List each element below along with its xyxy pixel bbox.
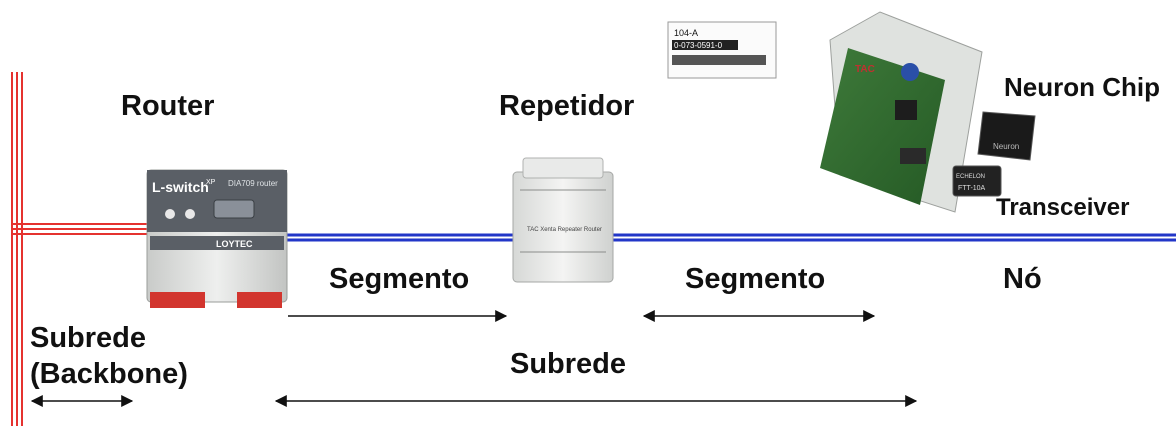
node-module: TAC	[820, 11, 983, 213]
backbone-line	[11, 72, 23, 426]
router-brand: L-switch	[152, 179, 209, 195]
node-label: Nó	[1003, 263, 1042, 295]
transceiver-label: Transceiver	[996, 194, 1130, 221]
segment-label-2: Segmento	[685, 263, 826, 295]
channel-line	[286, 233, 1176, 242]
subnet-backbone-label-line1: Subrede	[30, 322, 147, 354]
router-label: Router	[121, 90, 215, 122]
subnet-backbone-label-line2: (Backbone)	[30, 358, 188, 390]
svg-text:0-073-0591-0: 0-073-0591-0	[674, 41, 723, 50]
svg-text:FTT-10A: FTT-10A	[958, 185, 986, 192]
svg-text:XP: XP	[206, 179, 216, 186]
transceiver-chip: ECHELON FTT-10A	[952, 165, 1002, 197]
router-logo: LOYTEC	[216, 239, 253, 249]
svg-text:Neuron: Neuron	[993, 142, 1019, 151]
backbone-link	[12, 223, 150, 235]
svg-text:ECHELON: ECHELON	[956, 174, 985, 180]
subnet-label: Subrede	[510, 348, 627, 380]
segment-label-1: Segmento	[329, 263, 470, 295]
svg-text:DIA709 router: DIA709 router	[228, 179, 278, 188]
svg-text:104-A: 104-A	[674, 28, 698, 38]
repeater-text: TAC Xenta Repeater Router	[527, 227, 602, 233]
neuron-chip: Neuron	[977, 111, 1036, 161]
repeater-label: Repetidor	[499, 90, 635, 122]
node-label-sticker: 104-A 0-073-0591-0	[667, 21, 777, 79]
router-device: L-switch XP DIA709 router LOYTEC	[146, 169, 288, 308]
svg-text:TAC: TAC	[855, 64, 875, 75]
repeater-device: TAC Xenta Repeater Router	[512, 157, 614, 283]
neuron-chip-label: Neuron Chip	[1004, 72, 1160, 102]
